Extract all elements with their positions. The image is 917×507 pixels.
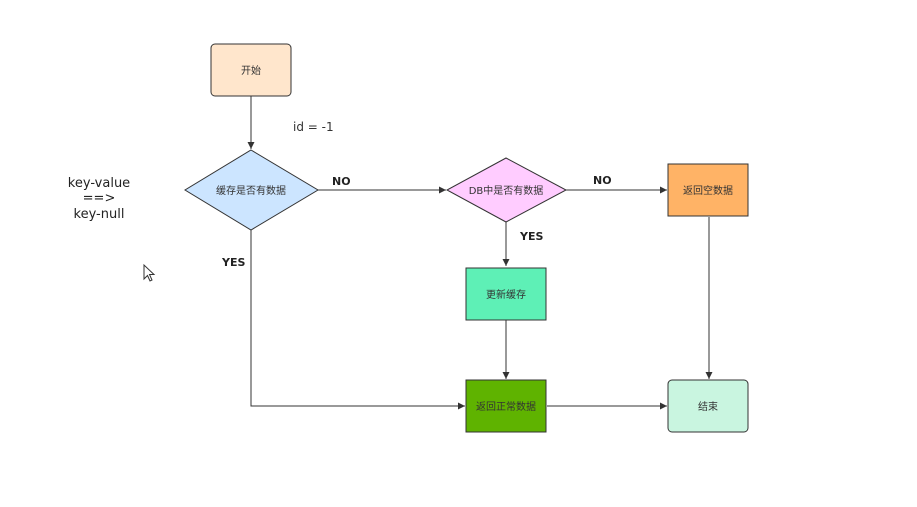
return-normal-node-label: 返回正常数据 <box>476 400 536 413</box>
side-note-line-2: ==> <box>83 191 116 206</box>
return-normal-node-shape <box>465 379 547 433</box>
db-check-node-label: DB中是否有数据 <box>469 184 544 197</box>
cache-check-node[interactable]: 缓存是否有数据 <box>184 149 319 231</box>
db-check-node-shape <box>445 157 568 223</box>
return-empty-node[interactable]: 返回空数据 <box>667 163 749 217</box>
side-note-line-3: key-null <box>74 207 125 222</box>
edge-label-id: id = -1 <box>293 120 334 134</box>
edge-label-db-yes: YES <box>519 230 543 243</box>
cache-check-node-shape <box>184 149 319 231</box>
end-node-shape <box>667 379 749 433</box>
side-note-line-1: key-value <box>68 176 130 191</box>
start-node-shape <box>210 43 292 97</box>
start-node[interactable]: 开始 <box>210 43 292 97</box>
update-cache-node-shape <box>465 267 547 321</box>
update-cache-node-label: 更新缓存 <box>486 288 526 301</box>
start-node-label: 开始 <box>241 64 261 77</box>
return-empty-node-label: 返回空数据 <box>683 184 733 197</box>
end-node-label: 结束 <box>698 400 718 413</box>
edge-cache-check-to-return-normal <box>250 230 465 410</box>
mouse-cursor-icon <box>143 263 156 282</box>
edge-label-cache-yes: YES <box>221 256 245 269</box>
edge-label-db-no: NO <box>593 174 612 187</box>
update-cache-node[interactable]: 更新缓存 <box>465 267 547 321</box>
return-empty-node-shape <box>667 163 749 217</box>
db-check-node[interactable]: DB中是否有数据 <box>445 157 568 223</box>
cache-check-node-label: 缓存是否有数据 <box>216 184 286 197</box>
return-normal-node[interactable]: 返回正常数据 <box>465 379 547 433</box>
edge-label-cache-no: NO <box>332 175 351 188</box>
end-node[interactable]: 结束 <box>667 379 749 433</box>
